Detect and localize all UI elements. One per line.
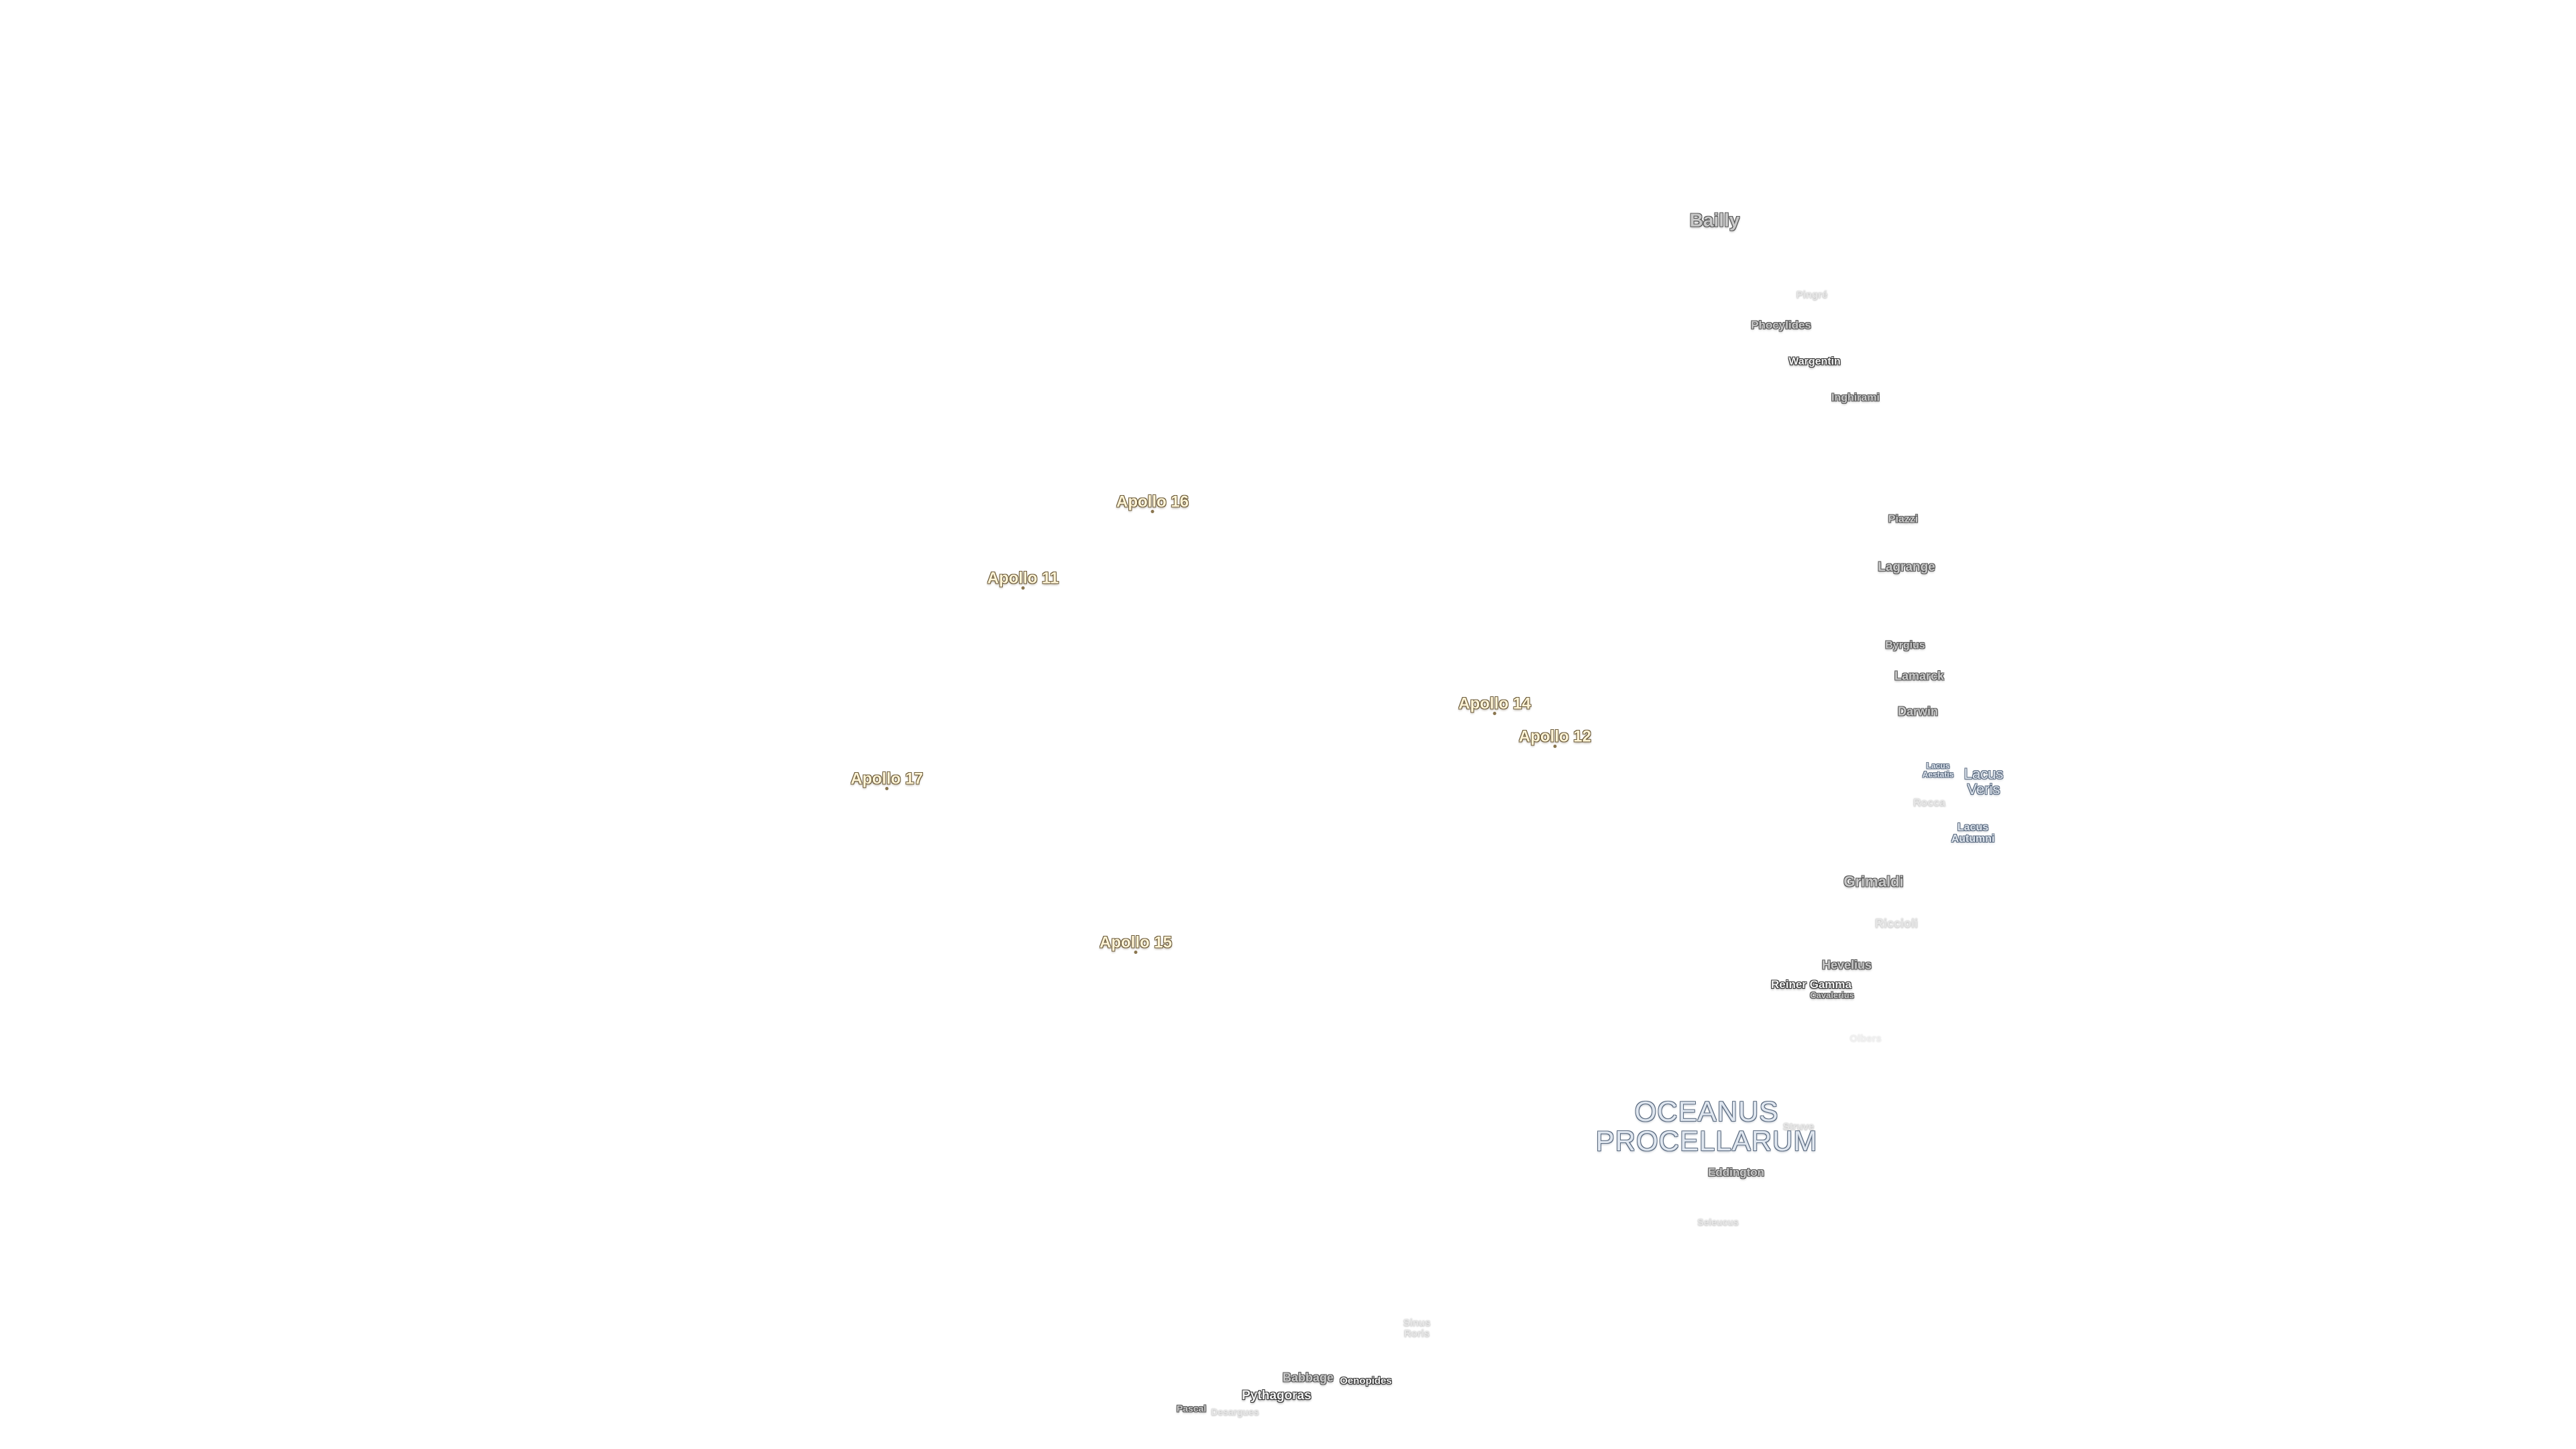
crater-label-pingre[interactable]: Pingré [1796, 289, 1828, 301]
crater-label-wargentin[interactable]: Wargentin [1788, 356, 1841, 368]
crater-label-inghirami[interactable]: Inghirami [1831, 392, 1880, 404]
crater-label-struve[interactable]: Struve [1782, 1121, 1815, 1133]
crater-label-phocylides[interactable]: Phocylides [1751, 319, 1811, 332]
crater-label-lamarck[interactable]: Lamarck [1894, 669, 1945, 683]
mare-label-oceanus-procellarum[interactable]: OCEANUS PROCELLARUM [1595, 1095, 1818, 1157]
apollo-16-label[interactable]: Apollo 16 [1116, 492, 1189, 511]
crater-label-hevelius[interactable]: Hevelius [1821, 958, 1872, 972]
crater-label-byrgius[interactable]: Byrgius [1885, 639, 1925, 651]
crater-label-olbers[interactable]: Olbers [1849, 1033, 1882, 1045]
mare-label-sinus-roris[interactable]: Sinus Roris [1403, 1317, 1431, 1339]
crater-label-riccioli[interactable]: Riccioli [1874, 916, 1919, 930]
mare-label-lacus-aestatis[interactable]: Lacus Aestatis [1922, 761, 1954, 779]
apollo-11-label[interactable]: Apollo 11 [987, 569, 1059, 588]
apollo-14-label[interactable]: Apollo 14 [1458, 694, 1532, 713]
crater-label-oenopides[interactable]: Oenopides [1340, 1375, 1392, 1387]
crater-label-rocca[interactable]: Rocca [1913, 797, 1946, 809]
apollo-17-label[interactable]: Apollo 17 [850, 769, 924, 788]
crater-label-lagrange[interactable]: Lagrange [1878, 560, 1935, 575]
apollo-11-site-marker [1021, 586, 1025, 590]
apollo-12-site-marker [1553, 745, 1557, 748]
apollo-15-site-marker [1134, 951, 1138, 954]
crater-label-reiner-gamma[interactable]: Reiner Gamma [1771, 978, 1851, 991]
apollo-12-label[interactable]: Apollo 12 [1518, 727, 1592, 746]
crater-label-grimaldi[interactable]: Grimaldi [1843, 873, 1904, 890]
mare-label-lacus-veris[interactable]: Lacus Veris [1964, 765, 2004, 798]
crater-label-darwin[interactable]: Darwin [1897, 704, 1939, 718]
crater-label-piazzi[interactable]: Piazzi [1888, 513, 1919, 525]
apollo-15-label[interactable]: Apollo 15 [1099, 933, 1173, 952]
crater-label-cavalerius[interactable]: Cavalerius [1810, 990, 1854, 1001]
crater-label-desargues[interactable]: Desargues [1211, 1406, 1259, 1417]
crater-label-pascal[interactable]: Pascal [1176, 1403, 1207, 1414]
crater-label-pythagoras[interactable]: Pythagoras [1242, 1389, 1311, 1403]
apollo-17-site-marker [885, 787, 889, 790]
crater-label-babbage[interactable]: Babbage [1282, 1371, 1334, 1385]
apollo-16-site-marker [1150, 510, 1155, 513]
crater-label-seleucus[interactable]: Seleucus [1697, 1216, 1739, 1228]
crater-label-eddington[interactable]: Eddington [1707, 1166, 1765, 1179]
mare-label-lacus-autumni[interactable]: Lacus Autumni [1951, 822, 1995, 845]
apollo-14-site-marker [1493, 712, 1497, 715]
crater-label-bailly[interactable]: Bailly [1689, 209, 1740, 231]
